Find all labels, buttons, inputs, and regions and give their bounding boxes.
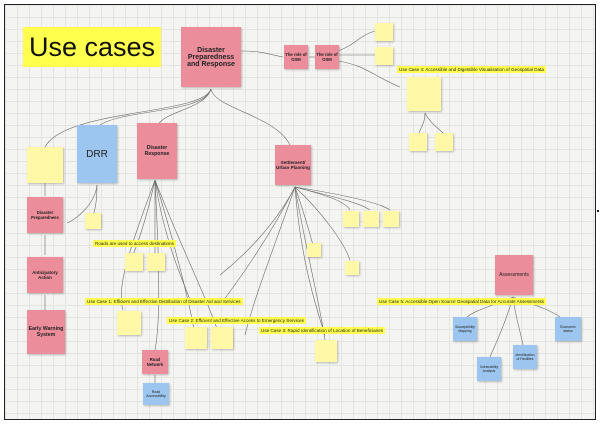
note-disaster-preparedness-text: Disaster Preparedness	[31, 210, 59, 220]
note-susceptibility-mapping[interactable]: Susceptibility Mapping	[453, 317, 477, 341]
note-disaster-prep-response-text: Disaster Preparedness and Response	[187, 46, 235, 68]
sticky-note[interactable]	[363, 211, 379, 227]
note-road-network[interactable]: Road Network	[142, 350, 168, 374]
sticky-note[interactable]	[409, 133, 427, 151]
note-disaster-response-text: Disaster Response	[144, 145, 170, 157]
note-early-warning-text: Early Warning System	[28, 326, 64, 338]
note-settlement-planning[interactable]: Settlement/ Urban Planning	[275, 145, 311, 185]
sticky-note[interactable]	[345, 261, 359, 275]
label-roads-access: Roads are used to access destinations	[93, 240, 176, 247]
sticky-note[interactable]	[407, 77, 441, 111]
edge-prep-settle	[210, 88, 291, 146]
note-road-network-text: Road Network	[146, 357, 164, 367]
edge-settle-3	[294, 186, 326, 336]
sticky-note[interactable]	[211, 327, 233, 349]
sticky-note[interactable]	[125, 253, 143, 271]
sticky-note[interactable]	[85, 213, 101, 229]
edge-settle-10	[219, 186, 296, 276]
note-road-accessibility[interactable]: Road Accessibility	[143, 383, 169, 405]
note-vulnerability-analysis-text: Vulnerability Analysis	[479, 365, 499, 373]
sticky-note[interactable]	[435, 133, 453, 151]
sticky-note[interactable]	[383, 211, 399, 227]
note-early-warning[interactable]: Early Warning System	[27, 310, 65, 354]
note-role-osm-1-text: The role of OSM	[285, 52, 307, 62]
page-marker	[597, 210, 599, 212]
note-identification-facilities-text: Identification of Facilities	[515, 353, 535, 361]
note-identification-facilities[interactable]: Identification of Facilities	[513, 345, 537, 369]
edge-assess-2	[489, 296, 514, 358]
board-title: Use cases	[23, 27, 161, 67]
label-use-case-4: Use Case 4: Accessible and Digestible Vi…	[397, 66, 546, 73]
sticky-note[interactable]	[117, 311, 141, 335]
label-use-case-2: Use Case 2: Efficient and Effective Acce…	[167, 317, 306, 324]
note-disaster-prep-response[interactable]: Disaster Preparedness and Response	[181, 27, 241, 87]
edge-settle-1	[219, 186, 296, 306]
label-use-case-1: Use Case 1: Efficient and Effective Dist…	[85, 298, 243, 305]
edge-settle-8	[294, 186, 371, 211]
edge-settle-6	[294, 186, 351, 261]
edge-settle-5	[294, 186, 314, 246]
note-anticipatory-action-text: Anticipatory Action	[32, 270, 58, 280]
note-assessments[interactable]: Assessments	[495, 255, 533, 295]
edge-settle-9	[294, 186, 391, 211]
note-role-osm-2[interactable]: The role of OSM	[315, 45, 339, 69]
edge-uc4-notes-b	[424, 112, 444, 134]
note-role-osm-2-text: The role of OSM	[316, 52, 338, 62]
note-vulnerability-analysis[interactable]: Vulnerability Analysis	[477, 357, 501, 381]
edge-prep-left	[44, 88, 212, 148]
note-disaster-response[interactable]: Disaster Response	[137, 123, 177, 179]
edge-prep-drr	[99, 88, 212, 126]
sticky-note[interactable]	[375, 47, 393, 65]
sticky-note[interactable]	[375, 23, 393, 41]
note-role-osm-1[interactable]: The role of OSM	[284, 45, 308, 69]
note-disaster-preparedness[interactable]: Disaster Preparedness	[27, 197, 63, 233]
note-drr[interactable]: DRR	[77, 125, 117, 183]
sticky-note[interactable]	[307, 243, 321, 257]
note-assessments-text: Assessments	[499, 272, 529, 278]
edge-settle-2	[244, 186, 296, 336]
note-settlement-planning-text: Settlement/ Urban Planning	[276, 160, 310, 170]
label-use-case-5: Use Case 5: Accessible Open Source Geosp…	[377, 298, 546, 305]
note-economic-status-text: Economic status	[560, 325, 576, 333]
note-drr-text: DRR	[86, 148, 108, 160]
note-anticipatory-action[interactable]: Anticipatory Action	[27, 257, 63, 293]
sticky-note[interactable]	[147, 253, 165, 271]
edge-prep-to-osm	[240, 50, 284, 58]
edge-settle-7	[294, 186, 351, 211]
label-use-case-3: Use Case 3: Rapid Identification of Loca…	[259, 327, 386, 334]
note-economic-status[interactable]: Economic status	[555, 317, 581, 341]
sticky-note[interactable]	[185, 327, 207, 349]
edge-drr-note	[92, 184, 98, 216]
edge-osm-note-a	[337, 30, 376, 52]
sticky-note[interactable]	[27, 147, 63, 183]
note-road-accessibility-text: Road Accessibility	[146, 390, 166, 398]
edge-uc4-notes	[418, 112, 426, 134]
whiteboard-canvas[interactable]: Use cases Disaster Preparedness and Resp…	[4, 4, 596, 420]
sticky-note[interactable]	[315, 340, 337, 362]
note-susceptibility-mapping-text: Susceptibility Mapping	[455, 325, 475, 333]
edge-prep-response	[157, 88, 212, 126]
sticky-note[interactable]	[343, 211, 359, 227]
